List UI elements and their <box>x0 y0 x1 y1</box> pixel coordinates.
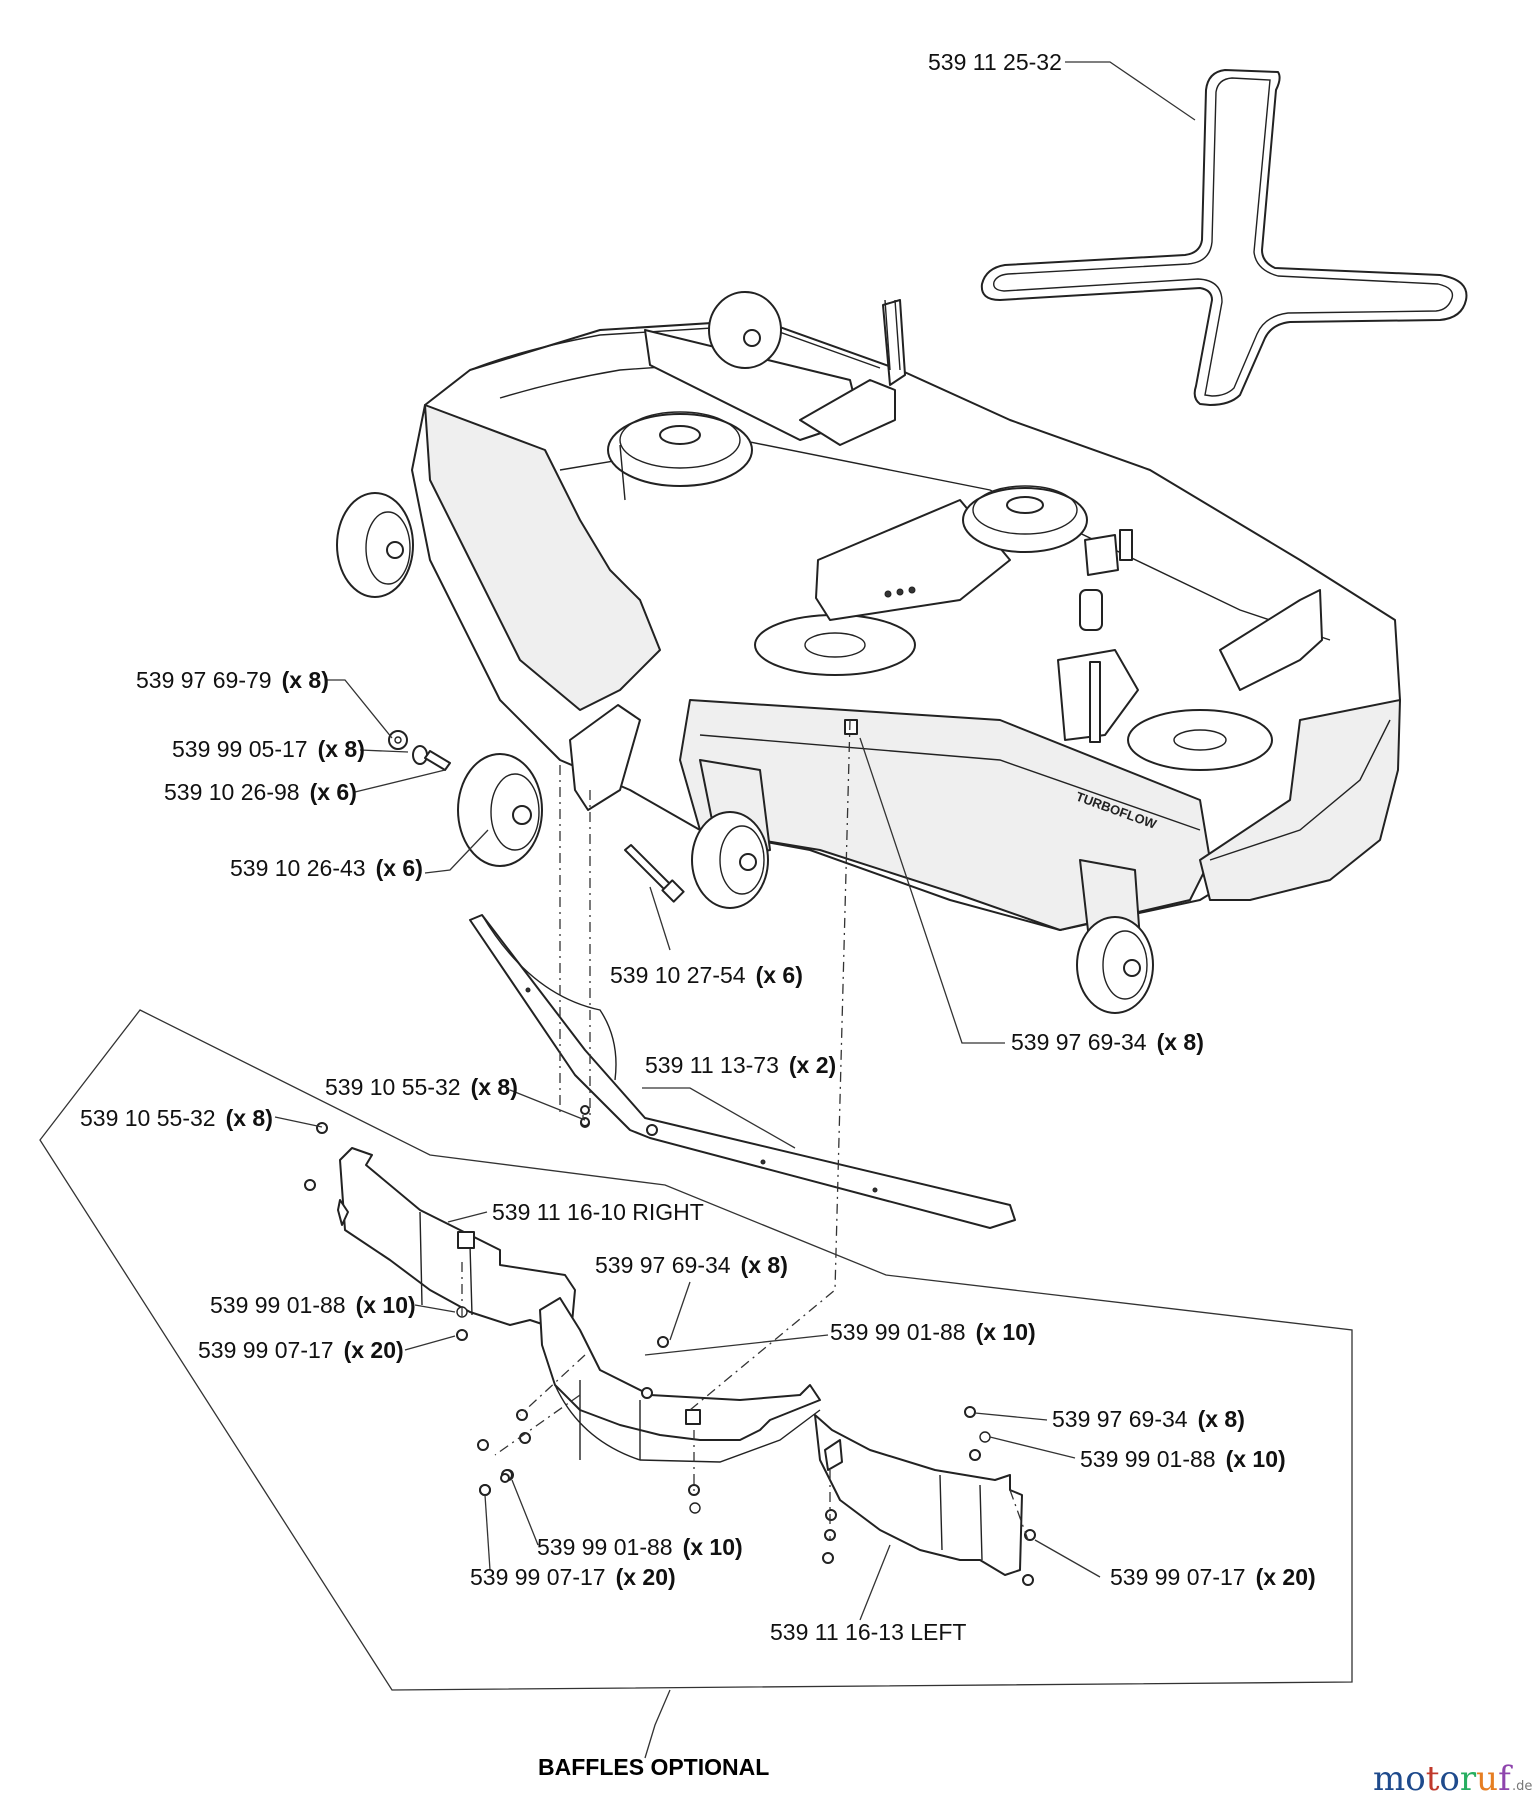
label-washer-center: 539 99 01-88(x 10) <box>830 1319 1036 1345</box>
exploded-wheel <box>388 730 543 867</box>
svg-text:.de: .de <box>1512 1779 1532 1794</box>
label-bolt-bracket: 539 10 55-32(x 8) <box>325 1074 518 1100</box>
svg-text:motoruf: motoruf <box>1373 1759 1513 1799</box>
label-nut-deck: 539 97 69-34(x 8) <box>1011 1029 1204 1055</box>
label-nut-left: 539 99 07-17(x 20) <box>1110 1564 1316 1590</box>
label-nut-bottom: 539 99 07-17(x 20) <box>470 1564 676 1590</box>
caption-baffles-optional: BAFFLES OPTIONAL <box>538 1754 769 1780</box>
baffle-right <box>337 1147 576 1346</box>
label-washer-left: 539 99 01-88(x 10) <box>1080 1446 1286 1472</box>
baffle-left <box>814 1414 1023 1576</box>
label-bolt-wheel: 539 10 27-54(x 6) <box>610 962 803 988</box>
wheel-front-left <box>691 811 769 909</box>
label-belt: 539 11 25-32 <box>928 49 1062 75</box>
wheel-rear-left <box>336 492 414 598</box>
baffle-center <box>539 1297 821 1463</box>
label-bracket: 539 11 13-73(x 2) <box>645 1052 836 1078</box>
label-nut-baffle-left: 539 97 69-34(x 8) <box>1052 1406 1245 1432</box>
label-nut-right: 539 99 07-17(x 20) <box>198 1337 404 1363</box>
watermark-logo: motoruf .de <box>1373 1759 1532 1799</box>
baffles-group <box>304 1117 1036 1586</box>
wheel-front-right <box>1076 916 1154 1014</box>
mower-deck: TURBOFLOW <box>336 291 1401 1014</box>
label-washer-bottom: 539 99 01-88(x 10) <box>537 1534 743 1560</box>
label-bolt-baffle: 539 10 55-32(x 8) <box>80 1105 273 1131</box>
leader-lines <box>39 61 1353 1759</box>
label-spacer-wheel: 539 10 26-98(x 6) <box>164 779 357 805</box>
part-labels: 539 11 25-32 539 97 69-79(x 8) 539 99 05… <box>80 49 1316 1780</box>
drive-belt <box>980 69 1468 406</box>
assembly-lines <box>461 719 1029 1541</box>
label-washer-right: 539 99 01-88(x 10) <box>210 1292 416 1318</box>
label-nut-baffle-center: 539 97 69-34(x 8) <box>595 1252 788 1278</box>
label-washer-wheel: 539 99 05-17(x 8) <box>172 736 365 762</box>
wheel-rear-right <box>708 291 782 369</box>
label-baffle-right: 539 11 16-10 RIGHT <box>492 1199 704 1225</box>
deck-bracket <box>469 914 1016 1229</box>
label-nut-wheel: 539 97 69-79(x 8) <box>136 667 329 693</box>
label-baffle-left: 539 11 16-13 LEFT <box>770 1619 966 1645</box>
label-wheel: 539 10 26-43(x 6) <box>230 855 423 881</box>
